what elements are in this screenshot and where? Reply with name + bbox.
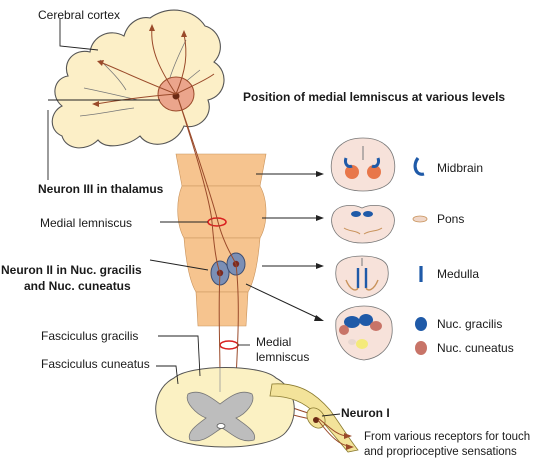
midbrain-symbol (413, 157, 425, 176)
nuc-cuneatus-symbol (415, 341, 427, 355)
label-receptors-line1: From various receptors for touch (364, 431, 530, 443)
midbrain-segment (175, 153, 267, 187)
label-pons: Pons (437, 212, 464, 226)
midbrain-lemniscus-mark (344, 157, 353, 168)
diagram-title: Position of medial lemniscus at various … (243, 90, 505, 104)
spinal-cord-section (155, 367, 295, 448)
fibre-arrowheads (92, 24, 187, 107)
brainstem (175, 153, 267, 327)
label-neuron-ii-line1: Neuron II in Nuc. gracilis (1, 263, 142, 277)
label-nuc-gracilis: Nuc. gracilis (437, 317, 502, 331)
grey-matter (186, 391, 256, 442)
medial-lemniscus-ring-lower (219, 340, 239, 350)
label-neuron-i: Neuron I (341, 406, 390, 420)
label-medial-lemniscus-lower-1: Medial (256, 335, 291, 349)
label-fasciculus-cuneatus: Fasciculus cuneatus (41, 357, 150, 371)
label-receptors-line2: and proprioceptive sensations (364, 446, 517, 458)
section-arrows (245, 173, 319, 319)
medulla-section (335, 255, 389, 299)
label-medulla: Medulla (437, 267, 479, 281)
section-nuc-gracilis (344, 316, 360, 328)
central-canal (216, 423, 226, 429)
neuron-i-cell-body (313, 417, 319, 423)
section-arrowheads (314, 171, 324, 321)
label-midbrain: Midbrain (437, 161, 483, 175)
section-nuc-cuneatus (370, 321, 382, 331)
label-nuc-cuneatus: Nuc. cuneatus (437, 341, 514, 355)
receptor-arrowheads (344, 433, 354, 450)
label-fasciculus-gracilis: Fasciculus gracilis (41, 329, 138, 343)
leader-lines (47, 19, 341, 417)
midbrain-section (330, 137, 396, 192)
pons-symbol (412, 215, 428, 223)
label-neuron-ii-line2: and Nuc. cuneatus (24, 279, 131, 293)
lower-medulla-section (335, 305, 393, 361)
label-medial-lemniscus-lower-2: lemniscus (256, 350, 309, 364)
pons-segment (177, 185, 267, 239)
upper-spinal-cord (195, 291, 249, 327)
pons-section (331, 204, 395, 244)
cerebral-cortex-outline (51, 9, 225, 149)
label-medial-lemniscus-upper: Medial lemniscus (40, 216, 132, 230)
thalamocortical-fibres (95, 27, 215, 105)
label-neuron-iii: Neuron III in thalamus (38, 182, 164, 196)
dorsal-root (269, 383, 359, 453)
nuc-gracilis-symbol (415, 317, 427, 331)
label-cerebral-cortex: Cerebral cortex (38, 8, 120, 22)
